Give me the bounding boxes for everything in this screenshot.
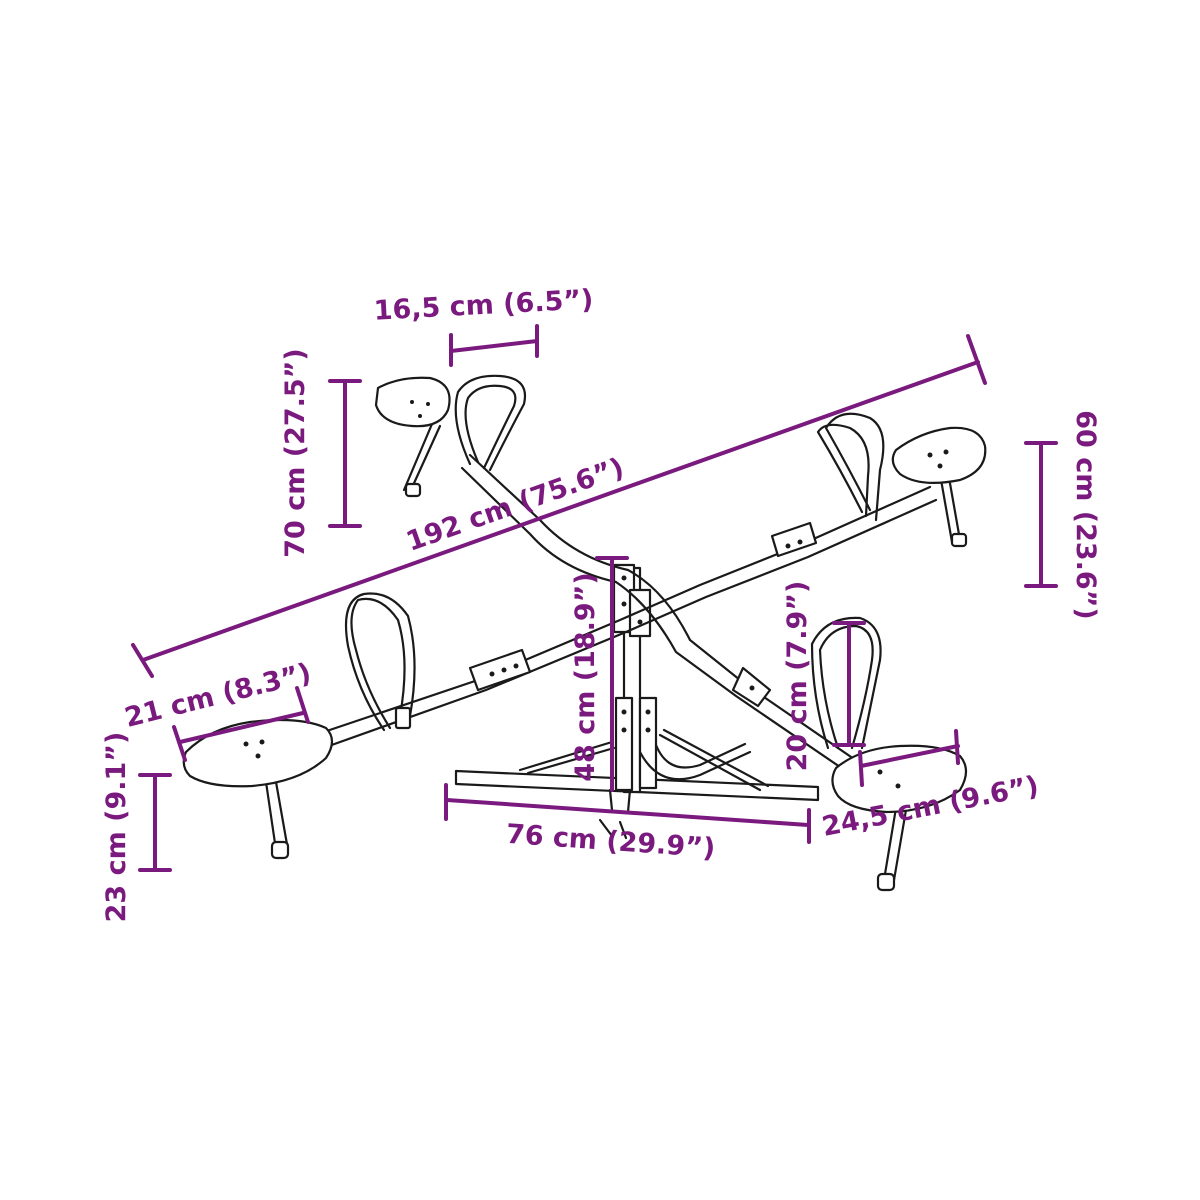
seat-front-left xyxy=(182,592,416,860)
label-handle-height: 20 cm (7.9”) xyxy=(782,581,813,772)
seat-back-left xyxy=(374,374,527,498)
dimension-lines xyxy=(131,324,1058,872)
label-seat-height-right: 60 cm (23.6”) xyxy=(1070,410,1101,620)
seesaw-illustration xyxy=(182,374,987,892)
center-post xyxy=(612,563,658,794)
beam-front-left-to-back-right xyxy=(298,485,938,754)
seat-front-right xyxy=(810,616,968,892)
label-handle-width: 16,5 cm (6.5”) xyxy=(373,284,594,326)
label-base-width: 76 cm (29.9”) xyxy=(505,819,716,865)
label-pivot-height: 48 cm (18.9”) xyxy=(570,572,601,782)
label-leg-height: 23 cm (9.1”) xyxy=(101,732,132,923)
label-seat-height-left: 70 cm (27.5”) xyxy=(280,348,311,558)
support-arm xyxy=(638,742,752,781)
label-beam-length: 192 cm (75.6”) xyxy=(402,452,628,557)
beam-back-left-to-front-right xyxy=(460,453,872,784)
seat-back-right xyxy=(816,412,987,548)
dimension-labels: 16,5 cm (6.5”) 192 cm (75.6”) 70 cm (27.… xyxy=(101,284,1101,922)
